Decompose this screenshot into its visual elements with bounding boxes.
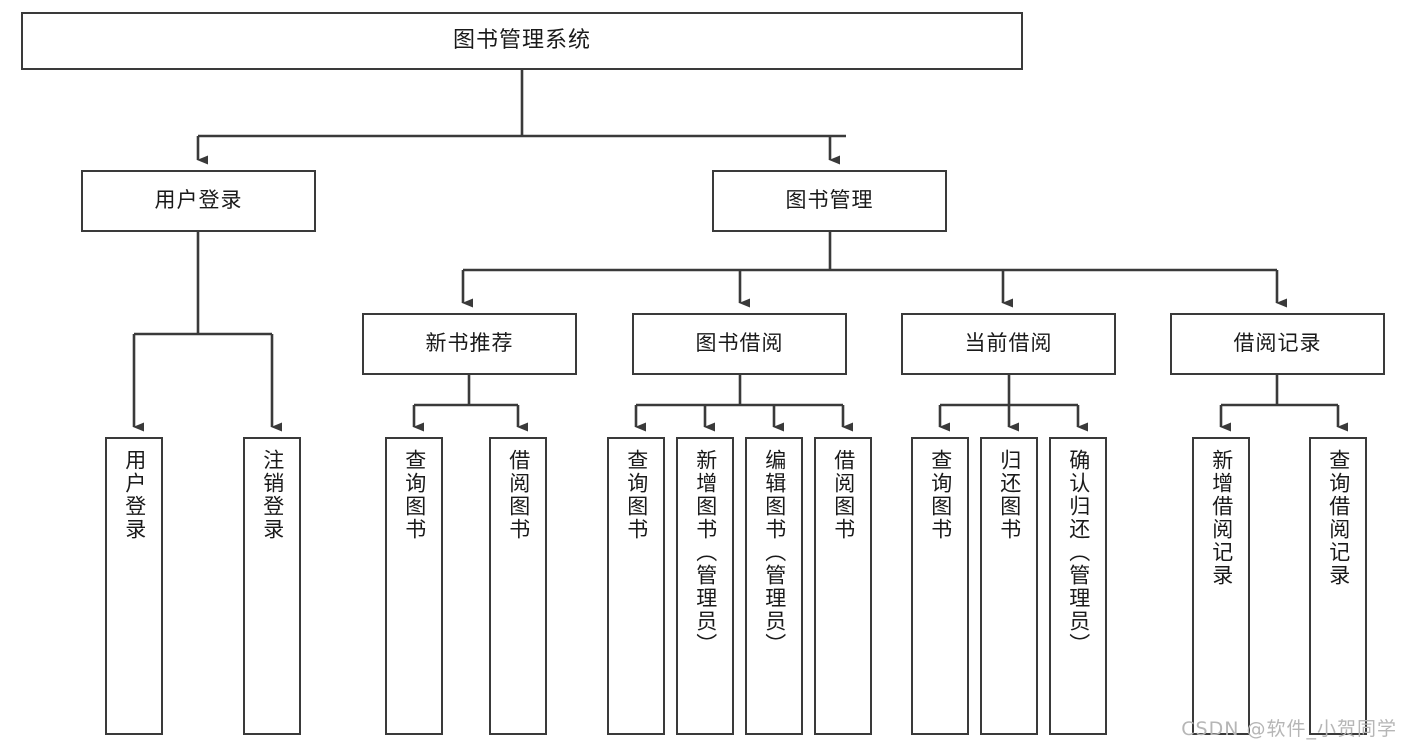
node-label: 编辑图书（管理员） <box>762 449 787 656</box>
node-leaf-query-borrow-record[interactable]: 查询借阅记录 <box>1309 437 1367 735</box>
node-label: 确认归还（管理员） <box>1066 449 1091 656</box>
node-label: 查询图书 <box>402 449 427 541</box>
node-leaf-add-book-admin[interactable]: 新增图书（管理员） <box>676 437 734 735</box>
node-book-borrow[interactable]: 图书借阅 <box>632 313 847 375</box>
node-leaf-query-book-2[interactable]: 查询图书 <box>607 437 665 735</box>
node-label: 查询图书 <box>624 449 649 541</box>
node-current-borrow[interactable]: 当前借阅 <box>901 313 1116 375</box>
node-label: 新书推荐 <box>425 331 514 356</box>
node-leaf-borrow-book-2[interactable]: 借阅图书 <box>814 437 872 735</box>
node-leaf-user-login[interactable]: 用户登录 <box>105 437 163 735</box>
node-label: 注销登录 <box>260 449 285 541</box>
node-label: 借阅图书 <box>831 449 856 541</box>
node-label: 查询借阅记录 <box>1326 449 1351 587</box>
node-leaf-query-book-1[interactable]: 查询图书 <box>385 437 443 735</box>
node-label: 新增图书（管理员） <box>693 449 718 656</box>
node-leaf-borrow-book-1[interactable]: 借阅图书 <box>489 437 547 735</box>
node-label: 归还图书 <box>997 449 1022 541</box>
node-book-manage[interactable]: 图书管理 <box>712 170 947 232</box>
node-label: 借阅记录 <box>1233 331 1322 356</box>
node-leaf-logout-login[interactable]: 注销登录 <box>243 437 301 735</box>
node-label: 当前借阅 <box>964 331 1053 356</box>
node-borrow-record[interactable]: 借阅记录 <box>1170 313 1385 375</box>
node-label: 借阅图书 <box>506 449 531 541</box>
node-label: 新增借阅记录 <box>1209 449 1234 587</box>
node-label: 查询图书 <box>928 449 953 541</box>
node-label: 用户登录 <box>122 449 147 541</box>
node-label: 图书管理系统 <box>452 27 591 53</box>
node-label: 用户登录 <box>154 188 243 213</box>
node-leaf-confirm-return-admin[interactable]: 确认归还（管理员） <box>1049 437 1107 735</box>
node-leaf-query-book-3[interactable]: 查询图书 <box>911 437 969 735</box>
node-user-login[interactable]: 用户登录 <box>81 170 316 232</box>
node-label: 图书管理 <box>785 188 874 213</box>
node-leaf-edit-book-admin[interactable]: 编辑图书（管理员） <box>745 437 803 735</box>
node-leaf-add-borrow-record[interactable]: 新增借阅记录 <box>1192 437 1250 735</box>
node-leaf-return-book[interactable]: 归还图书 <box>980 437 1038 735</box>
node-label: 图书借阅 <box>695 331 784 356</box>
node-root-book-management-system[interactable]: 图书管理系统 <box>21 12 1023 70</box>
csdn-watermark: CSDN @软件_小贺同学 <box>1181 718 1397 740</box>
node-new-book-recommend[interactable]: 新书推荐 <box>362 313 577 375</box>
